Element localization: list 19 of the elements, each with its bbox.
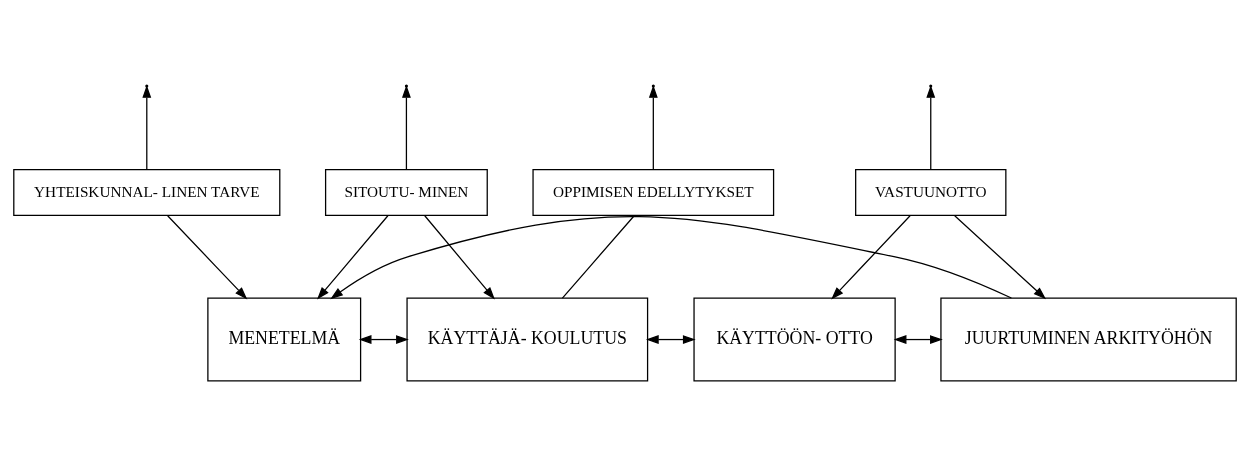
node-box: YHTEISKUNNAL- LINEN TARVE bbox=[13, 169, 281, 217]
node-box: SITOUTU- MINEN bbox=[324, 169, 488, 217]
arrow bbox=[646, 335, 696, 344]
node-box: OPPIMISEN EDELLYTYKSET bbox=[532, 169, 775, 217]
node-box: MENETELMÄ bbox=[207, 297, 362, 382]
arrow bbox=[424, 215, 495, 300]
node-box: KÄYTTÖÖN- OTTO bbox=[693, 297, 896, 382]
node-box: JUURTUMINEN ARKITYÖHÖN bbox=[940, 297, 1237, 382]
arrow bbox=[167, 215, 248, 300]
arrow bbox=[648, 85, 658, 170]
arrow bbox=[358, 335, 409, 344]
node-box: VASTUUNOTTO bbox=[855, 169, 1007, 217]
node-box: KÄYTTÄJÄ- KOULUTUS bbox=[406, 297, 649, 382]
arrow bbox=[317, 215, 389, 300]
arrow bbox=[831, 215, 911, 300]
connector bbox=[561, 215, 635, 299]
arrow bbox=[330, 216, 1012, 300]
arrow bbox=[893, 335, 943, 344]
arrow bbox=[954, 215, 1047, 300]
